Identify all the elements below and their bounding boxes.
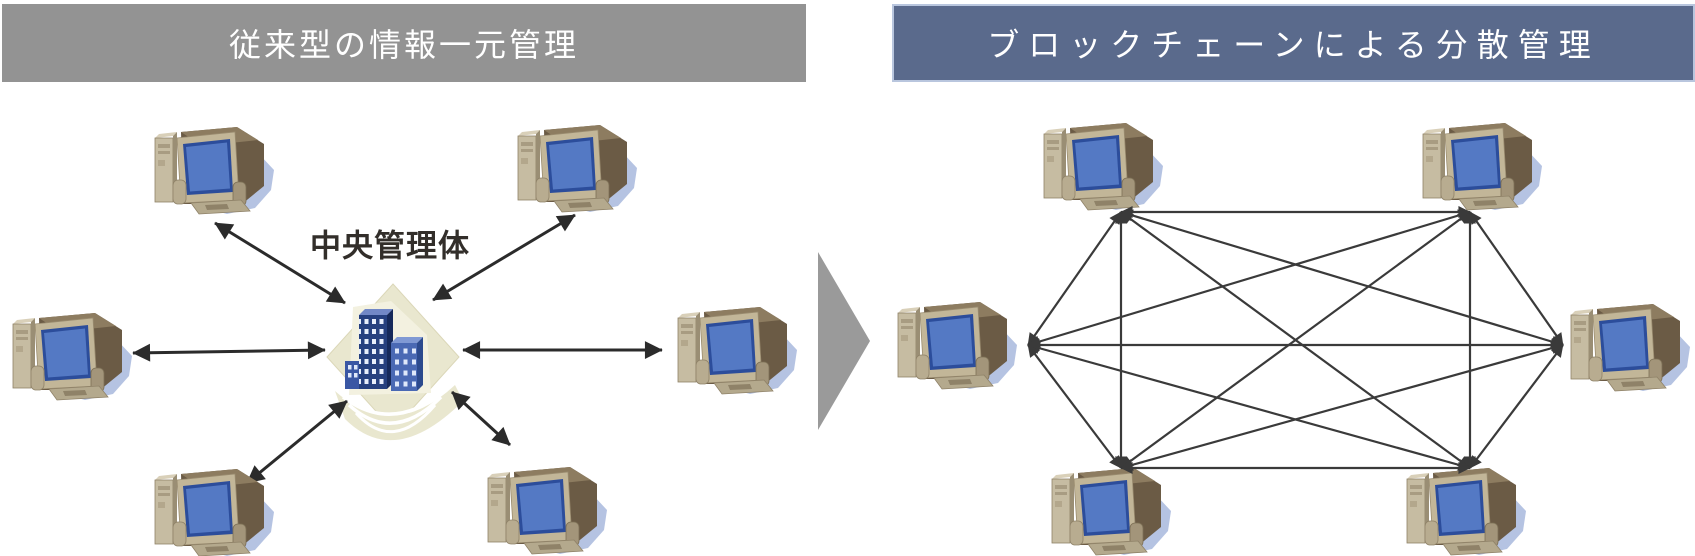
mesh-edge-arrow (1469, 211, 1564, 346)
desktop-computer-icon-right-middle-left (897, 301, 1018, 390)
right-arrow-icon (818, 252, 870, 430)
desktop-computer-icon-right-top-left (1043, 122, 1164, 211)
transition-layer (818, 252, 870, 430)
desktop-computer-icon-left-top-left (154, 126, 275, 215)
right-panel-title: ブロックチェーンによる分散管理 (987, 27, 1600, 63)
hub-connection-arrow-middle-left (132, 341, 326, 362)
central-authority-label: 中央管理体 (310, 228, 470, 264)
hub-connection-arrow-top-right (432, 213, 576, 302)
desktop-computer-icon-right-bottom-left (1051, 467, 1172, 556)
desktop-computer-icon-left-bottom-right (487, 466, 608, 555)
desktop-computer-icon-left-middle-left (12, 312, 133, 401)
desktop-computer-icon-right-bottom-right (1406, 467, 1527, 556)
office-building-icon (325, 282, 465, 442)
desktop-computer-icon-right-top-right (1422, 122, 1543, 211)
mesh-edges-layer (1027, 205, 1564, 475)
mesh-edge-arrow (1027, 211, 1122, 346)
mesh-edge-arrow (1120, 342, 1564, 471)
left-panel-title: 従来型の情報一元管理 (228, 27, 579, 63)
desktop-computer-icon-left-bottom-left (154, 468, 275, 556)
central-hub-layer (325, 282, 465, 442)
desktop-computer-icon-left-top-right (517, 124, 638, 213)
hub-connection-arrow-bottom-left (246, 399, 348, 485)
mesh-edge-arrow (1120, 209, 1564, 348)
mesh-edge-arrow (1027, 209, 1471, 348)
left-panel-header: 従来型の情報一元管理 (2, 4, 806, 82)
hub-connection-arrow-top-left (214, 221, 346, 305)
mesh-edge-arrow (1027, 344, 1122, 469)
right-panel-header: ブロックチェーンによる分散管理 (892, 4, 1695, 82)
desktop-computer-icon-right-middle-right (1570, 303, 1691, 392)
desktop-computer-icon-left-middle-right (677, 306, 798, 395)
hub-connection-arrow-bottom-right (450, 390, 512, 447)
mesh-edge-arrow (1027, 342, 1471, 471)
hub-arrows-layer (132, 213, 663, 485)
mesh-edge-arrow (1469, 344, 1564, 469)
